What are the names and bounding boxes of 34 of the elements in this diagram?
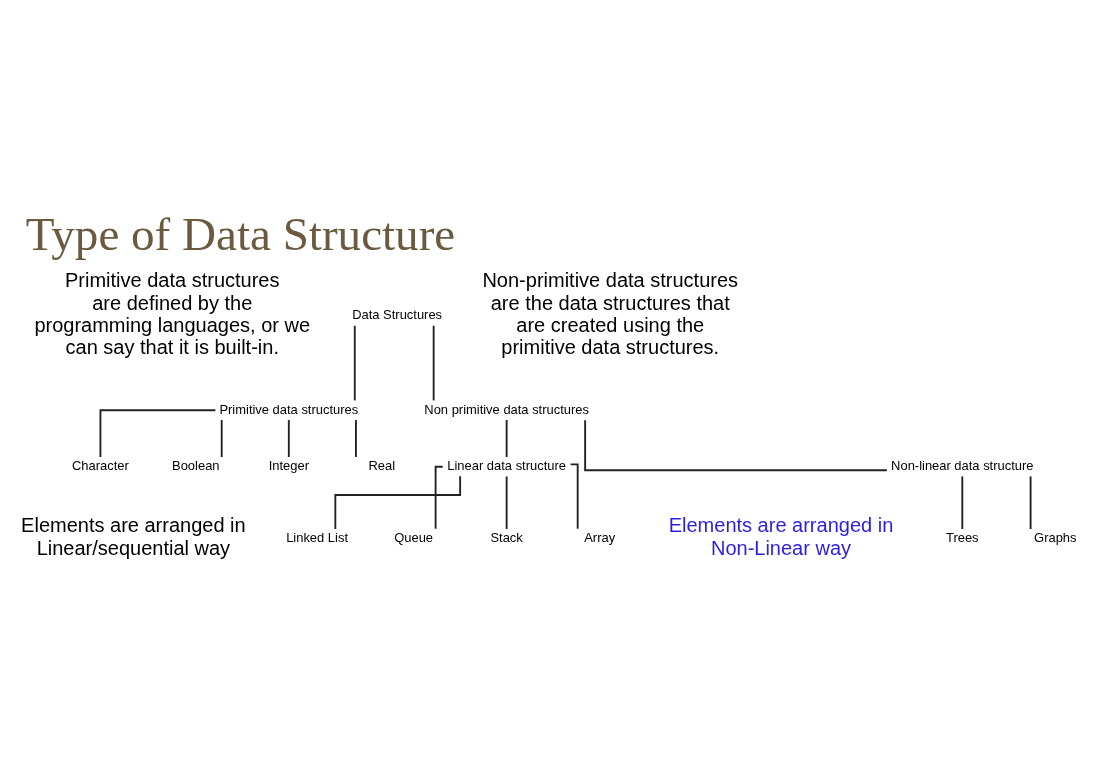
connector: [569, 463, 579, 530]
connector: [355, 419, 357, 458]
connector: [505, 475, 508, 530]
connector: [434, 465, 444, 530]
node-text: Non primitive data structures: [424, 401, 589, 417]
label: Non-primitive data structures are the data structures that are created using the primitive data structures.: [482, 269, 739, 359]
node-text: Character: [72, 458, 129, 474]
connector: [584, 419, 888, 472]
connector: [1029, 475, 1032, 530]
node-text: Trees: [946, 529, 979, 545]
node-text: Non-linear data structure: [891, 458, 1034, 474]
connector: [334, 475, 462, 530]
node-text: Stack: [490, 529, 523, 545]
connector: [961, 475, 964, 530]
node-text: Array: [584, 529, 616, 545]
node-text: Linked List: [286, 529, 349, 545]
connector: [287, 419, 290, 458]
node-text: Primitive data structures: [219, 401, 359, 417]
node-text: Graphs: [1034, 529, 1077, 545]
node-text: Integer: [268, 458, 309, 474]
connector: [505, 419, 508, 458]
node-text: Boolean: [172, 458, 220, 474]
node-text: Linear data structure: [447, 458, 566, 474]
connector: [220, 419, 223, 458]
node-text: Data Structures: [352, 307, 443, 323]
label: Elements are arranged in Linear/sequential way: [21, 514, 246, 559]
connector: [432, 324, 435, 402]
label: Primitive data structures are defined by the programming languages, or we can say that it is built-in.: [34, 269, 311, 359]
connector: [353, 324, 356, 402]
node-text: Queue: [394, 529, 434, 545]
node-text: Real: [368, 458, 396, 474]
connector: [99, 409, 217, 458]
diagram-title: Type of Data Structure: [25, 208, 456, 261]
label: Elements are arranged in Non-Linear way: [668, 514, 894, 559]
